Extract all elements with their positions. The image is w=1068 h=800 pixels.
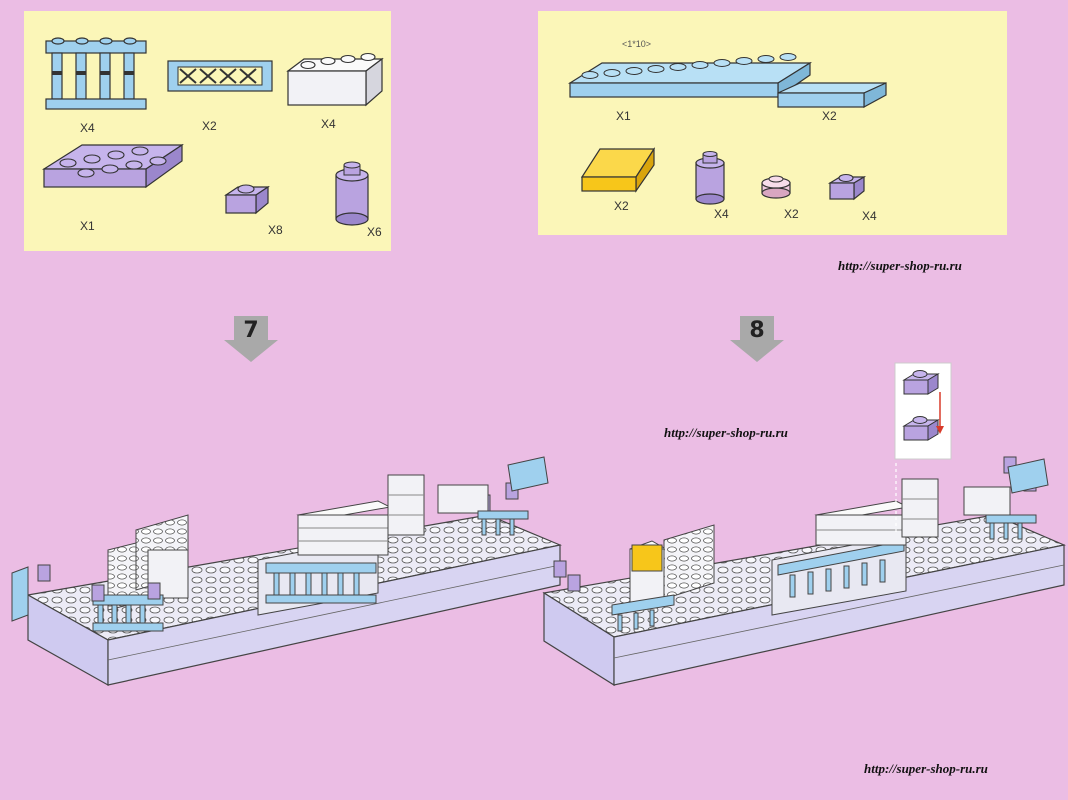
qty-label: X4 [321,117,336,131]
url-watermark: http://super-shop-ru.ru [864,761,988,776]
step-number: 7 [243,318,259,343]
qty-label: X1 [80,219,95,233]
down-arrow-icon [730,316,784,362]
lattice-fence-icon [167,60,273,92]
fence-column-icon [45,37,147,110]
qty-label: X2 [784,207,799,221]
lavender-plate-1x1-icon [827,173,867,201]
lavender-plate-2x4-icon [41,143,184,189]
lavender-round-brick-icon [335,161,369,226]
step-8-model [542,456,1066,687]
yellow-tile-2x2-icon [580,146,656,193]
blue-plate-1x10-icon [567,53,813,99]
size-label: <1*10> [622,39,652,49]
qty-label: X4 [80,121,95,135]
pink-round-plate-icon [761,175,791,199]
qty-label: X8 [268,223,283,237]
parts-panel-right: <1*10> X1 X2 X2 X4 X2 [538,11,1007,235]
step-7-model [11,456,563,687]
qty-label: X4 [714,207,729,221]
lavender-round-brick-icon [695,151,725,205]
url-watermark: http://super-shop-ru.ru [664,425,788,440]
qty-label: X6 [367,225,382,239]
parts-panel-left: X4 X2 X4 X1 X8 [24,11,391,251]
lavender-plate-1x1-icon [902,370,940,395]
qty-label: X4 [862,209,877,223]
qty-label: X2 [822,109,837,123]
qty-label: X2 [202,119,217,133]
url-watermark: http://super-shop-ru.ru [838,258,962,273]
down-arrow-icon [224,316,278,362]
lavender-plate-1x1-icon [224,184,270,215]
qty-label: X2 [614,199,629,213]
step-8-arrow: 8 [728,314,786,364]
qty-label: X1 [616,109,631,123]
step-number: 8 [749,318,765,343]
lavender-plate-1x1-icon [902,416,940,441]
step-7-arrow: 7 [222,314,280,364]
white-brick-1x4-icon [286,52,384,107]
plate-stack-callout [894,362,952,460]
blue-tile-1x4-icon [777,82,887,109]
